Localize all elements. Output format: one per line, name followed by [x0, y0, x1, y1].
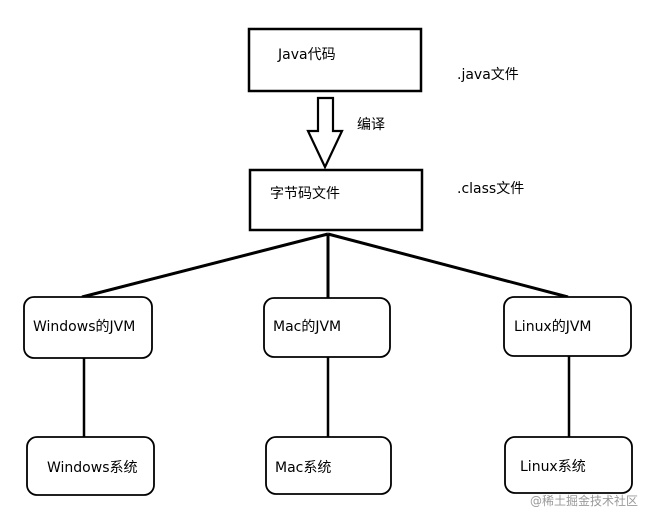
compile-arrow [306, 96, 344, 170]
linux-os-node: Linux系统 [504, 436, 633, 494]
edge-bytecode-windows-jvm [81, 232, 329, 299]
windows-os-node: Windows系统 [26, 436, 155, 496]
watermark: @稀土掘金技术社区 [530, 493, 638, 508]
mac-os-node: Mac系统 [265, 436, 392, 495]
java-file-annotation: .java文件 [457, 67, 519, 83]
bytecode-node: 字节码文件 [248, 168, 424, 232]
edge-bytecode-linux-jvm [327, 232, 569, 299]
linux-jvm-node: Linux的JVM [503, 296, 632, 357]
windows-jvm-node: Windows的JVM [23, 296, 153, 359]
class-file-annotation: .class文件 [457, 181, 524, 197]
mac-os-label: Mac系统 [275, 460, 331, 476]
bytecode-label: 字节码文件 [270, 186, 340, 202]
linux-os-label: Linux系统 [520, 459, 586, 475]
mac-jvm-label: Mac的JVM [273, 319, 341, 335]
linux-jvm-label: Linux的JVM [514, 319, 592, 335]
mac-jvm-node: Mac的JVM [263, 297, 391, 358]
java-code-label: Java代码 [277, 47, 336, 63]
java-code-node: Java代码 [247, 27, 423, 93]
windows-os-label: Windows系统 [47, 460, 138, 476]
compile-label: 编译 [357, 117, 385, 133]
windows-jvm-label: Windows的JVM [33, 319, 135, 335]
